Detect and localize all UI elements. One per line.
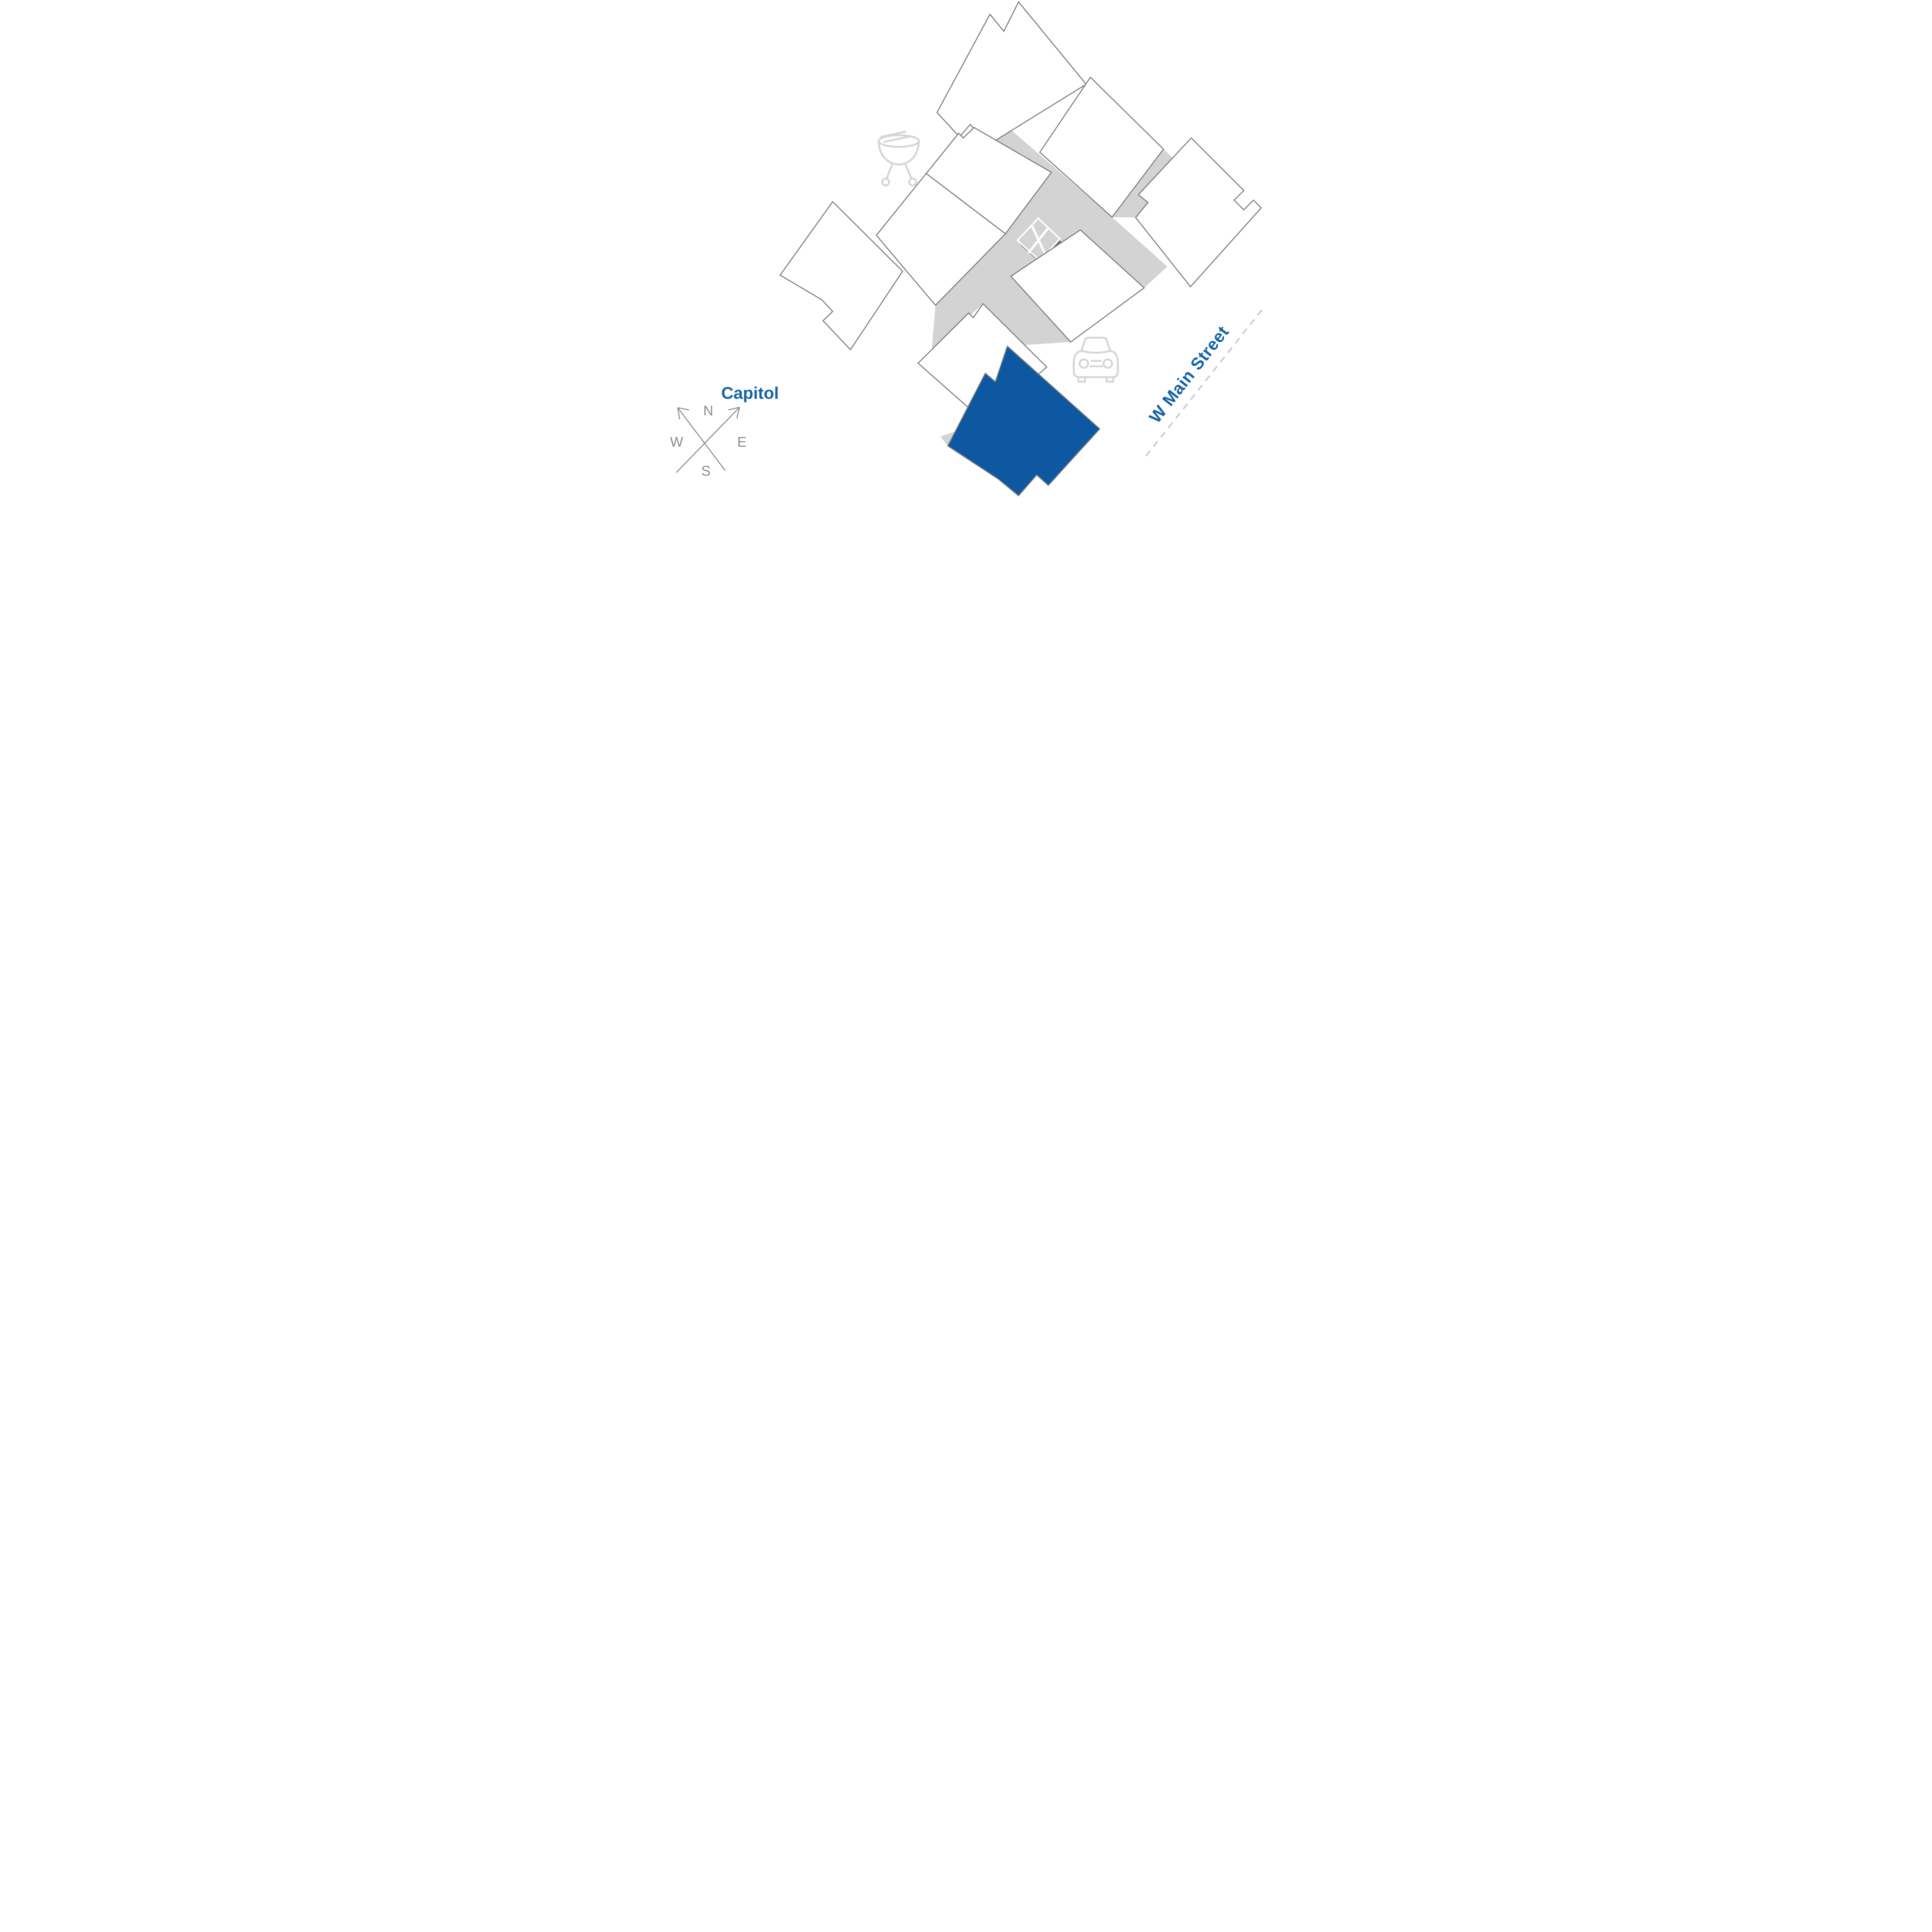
street-label: W Main Street <box>1146 322 1233 427</box>
building-far-right[interactable] <box>1135 137 1262 288</box>
street-dashed-line <box>1145 306 1265 457</box>
walkway-main <box>983 127 1167 304</box>
compass-letter-w: W <box>670 434 683 450</box>
compass-letter-n: N <box>703 403 713 418</box>
building-center-lower[interactable] <box>876 173 1006 306</box>
site-plan-map: N E S W Capitol W Main Street <box>670 1 1265 497</box>
bbq-grill-icon <box>878 131 920 187</box>
x-marker-icon <box>1027 225 1049 256</box>
walkway-east-arm <box>1112 149 1181 218</box>
compass-arrow-northwest <box>677 407 726 471</box>
street: W Main Street <box>1145 306 1265 457</box>
compass-letter-s: S <box>701 463 711 479</box>
building-top-right[interactable] <box>1039 76 1164 218</box>
compass-arrow-northeast <box>676 406 740 473</box>
car-icon <box>1073 337 1119 383</box>
site-plan-page: N E S W Capitol W Main Street <box>665 0 1267 497</box>
walkway-west-arm <box>932 234 1005 351</box>
building-far-left[interactable] <box>779 201 903 351</box>
building-center-bottom[interactable] <box>1010 229 1145 343</box>
compass: N E S W <box>670 403 747 479</box>
compass-letter-e: E <box>737 434 747 450</box>
highlighted-building[interactable] <box>947 345 1100 497</box>
capitol-label: Capitol <box>721 384 779 403</box>
